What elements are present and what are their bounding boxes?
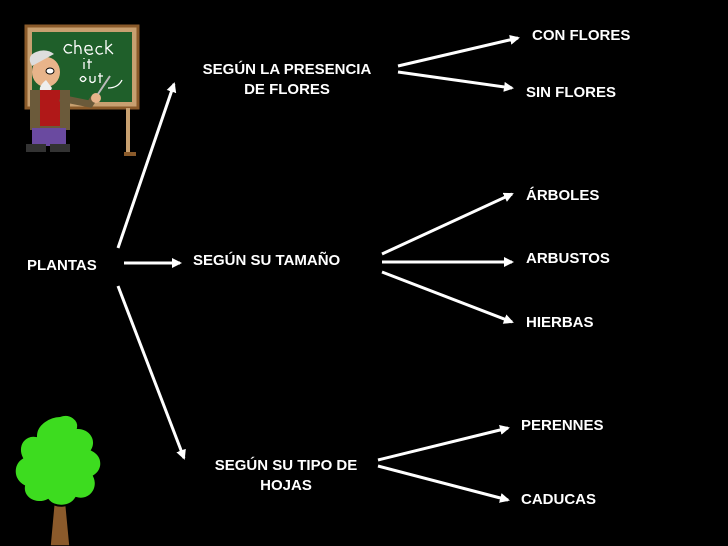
- category-tipo-hojas-line1: SEGÚN SU TIPO DE: [214, 457, 358, 474]
- leaf-perennes: PERENNES: [521, 417, 604, 434]
- tree-icon: [13, 414, 103, 546]
- leaf-arbustos: ARBUSTOS: [526, 250, 610, 267]
- arrow-flores-to-sin: [397, 70, 514, 92]
- root-node-plantas: PLANTAS: [27, 257, 97, 274]
- teacher-chalkboard-icon: [24, 24, 140, 156]
- arrow-plantas-to-hojas: [116, 285, 186, 460]
- category-tipo-hojas: SEGÚN SU TIPO DE HOJAS: [196, 456, 376, 496]
- category-tamano: SEGÚN SU TAMAÑO: [193, 252, 341, 269]
- leaf-sin-flores: SIN FLORES: [526, 84, 617, 101]
- arrow-tamano-to-arboles: [381, 192, 514, 256]
- arrow-flores-to-con: [397, 34, 520, 68]
- arrow-hojas-to-caducas: [377, 464, 510, 503]
- category-presencia-flores-line1: SEGÚN LA PRESENCIA: [202, 61, 372, 78]
- arrow-hojas-to-perennes: [377, 425, 510, 462]
- category-presencia-flores-line2: DE FLORES: [244, 81, 330, 98]
- leaf-arboles: ÁRBOLES: [526, 187, 600, 204]
- category-tipo-hojas-line2: HOJAS: [260, 477, 312, 494]
- arrow-tamano-to-hierbas: [381, 270, 514, 324]
- category-presencia-flores: SEGÚN LA PRESENCIA DE FLORES: [180, 60, 394, 100]
- arrow-plantas-to-flores: [116, 82, 177, 249]
- leaf-caducas: CADUCAS: [521, 491, 596, 508]
- leaf-con-flores: CON FLORES: [532, 27, 631, 44]
- leaf-hierbas: HIERBAS: [526, 314, 594, 331]
